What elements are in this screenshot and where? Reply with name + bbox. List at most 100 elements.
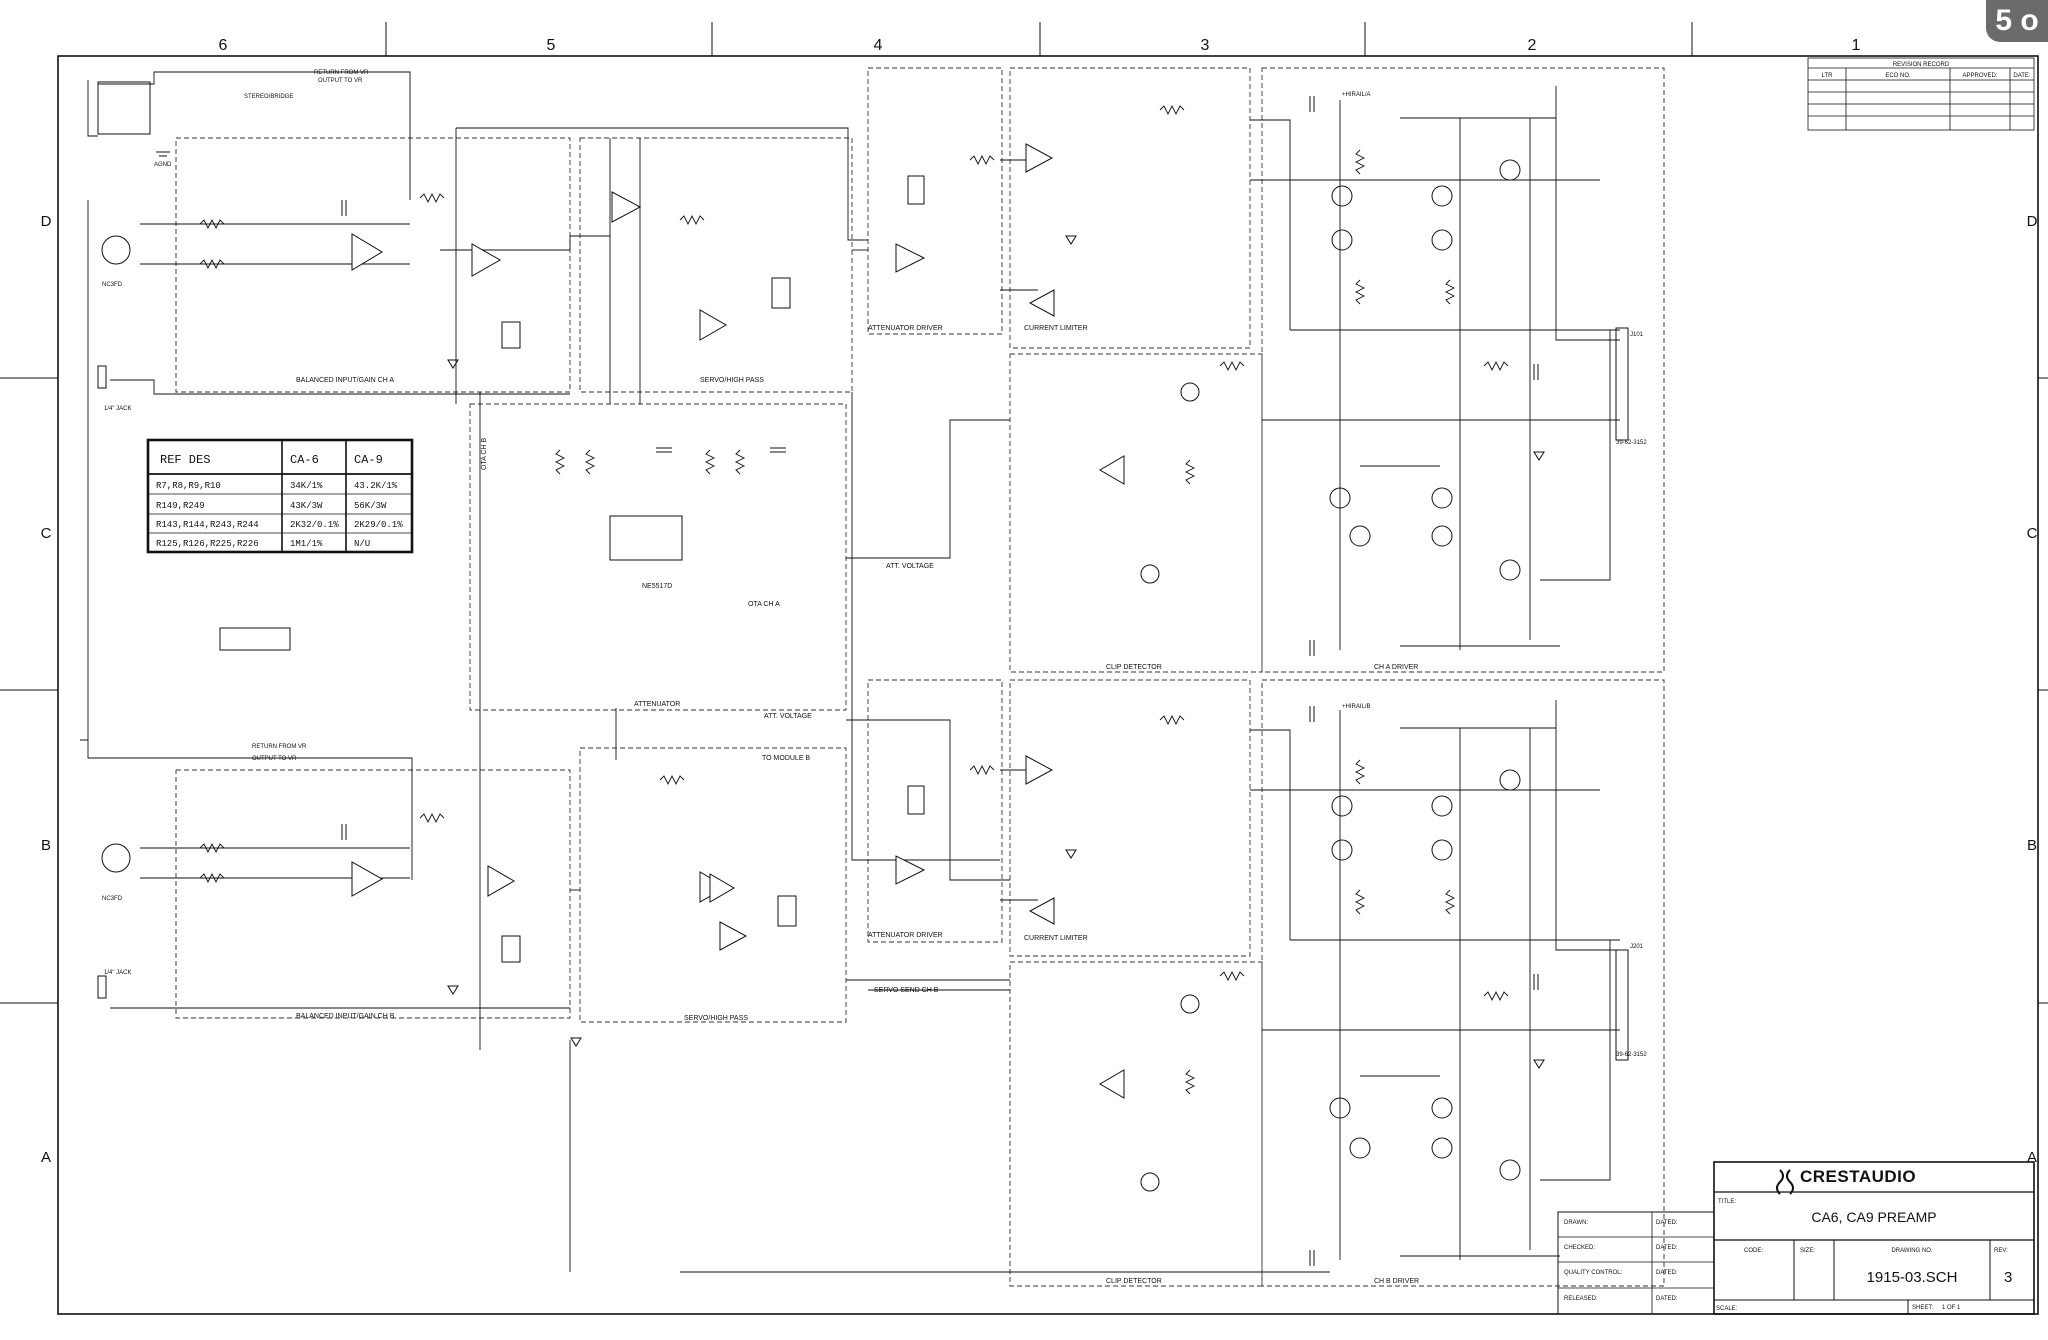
zone-row-d-right: D [2027, 213, 2038, 230]
label-servo-a: SERVO/HIGH PASS [700, 377, 764, 384]
zone-row-b-left: B [41, 837, 51, 854]
resistors [199, 104, 1509, 1095]
signoff-released-label: RELEASED: [1564, 1296, 1598, 1302]
revision-col-approved: APPROVED: [1962, 73, 1997, 79]
zone-col-5: 5 [547, 37, 556, 54]
section-frames [175, 67, 1665, 1287]
ref-des-row-2-c2: 2K29/0.1% [354, 520, 403, 530]
crest-logo-text: CRESTAUDIO [1800, 1167, 1916, 1186]
size-label: SIZE: [1800, 1248, 1815, 1254]
label-return-from-vr-b: RETURN FROM VR [252, 744, 307, 750]
title-block-frame [1557, 1161, 2035, 1315]
ref-des-row-2-c0: R143,R144,R243,R244 [156, 520, 259, 530]
label-ic4: NE5517D [642, 583, 672, 590]
label-nc3fd-b: NC3FD [102, 896, 123, 902]
zone-ticks [0, 22, 2048, 1004]
zone-col-4: 4 [874, 37, 883, 54]
label-attenuator-driver-b: ATTENUATOR DRIVER [868, 932, 943, 939]
label-ota-ch-a: OTA CH A [748, 601, 780, 608]
label-output-to-vr-a: OUTPUT TO VR [318, 78, 363, 84]
label-current-limiter-a: CURRENT LIMITER [1024, 325, 1088, 332]
label-stereo-bridge: STEREO/BRIDGE [244, 94, 293, 100]
drawing-number: 1915-03.SCH [1867, 1269, 1958, 1286]
ref-des-row-2-c1: 2K32/0.1% [290, 520, 339, 530]
zone-col-2: 2 [1528, 37, 1537, 54]
revision-record [1807, 57, 2035, 131]
revision-record-title: REVISION RECORD [1893, 62, 1950, 68]
zone-row-c-left: C [41, 525, 52, 542]
code-label: CODE: [1744, 1248, 1763, 1254]
ref-des-row-1-c2: 56K/3W [354, 501, 387, 511]
rev-label: REV: [1994, 1248, 2008, 1254]
drawing-border [57, 55, 2039, 1315]
ref-des-row-1-c1: 43K/3W [290, 501, 323, 511]
zone-row-a-left: A [41, 1149, 51, 1166]
connectors [97, 81, 1629, 1061]
ref-des-row-3-c2: N/U [354, 539, 370, 549]
label-jack-b: 1/4" JACK [104, 970, 131, 976]
zone-col-6: 6 [219, 37, 228, 54]
signoff-drawn-date-label: DATED: [1656, 1220, 1678, 1226]
ref-des-header-2: CA-9 [354, 453, 383, 467]
signoff-checked-label: CHECKED: [1564, 1245, 1595, 1251]
label-ch-b-driver: CH B DRIVER [1374, 1278, 1419, 1285]
revision-col-date: DATE: [2013, 73, 2031, 79]
label-agnd: AGND [154, 162, 172, 168]
zone-row-c-right: C [2027, 525, 2038, 542]
wiring [80, 71, 1620, 1273]
label-j101: J101 [1630, 332, 1644, 338]
page-number-badge: 5 o [1986, 0, 2048, 42]
label-to-module-b: TO MODULE B [762, 755, 810, 762]
label-nc3fd-a: NC3FD [102, 282, 123, 288]
label-servo-b: SERVO/HIGH PASS [684, 1015, 748, 1022]
zone-row-a-right: A [2027, 1149, 2037, 1166]
revision-col-eco: ECO NO. [1885, 73, 1911, 79]
ref-des-row-0-c0: R7,R8,R9,R10 [156, 481, 221, 491]
ref-des-row-3-c1: 1M1/1% [290, 539, 323, 549]
label-ch-a-driver: CH A DRIVER [1374, 664, 1418, 671]
signoff-quality-date-label: DATED: [1656, 1270, 1678, 1276]
sheet-value: 1 OF 1 [1942, 1305, 1961, 1311]
transistors [1140, 159, 1521, 1192]
label-current-limiter-b: CURRENT LIMITER [1024, 935, 1088, 942]
label-servo-send-ch-b: SERVO SEND CH B [874, 987, 939, 994]
capacitors [341, 96, 1539, 1266]
label-balanced-input-b: BALANCED INPUT/GAIN CH B [296, 1013, 395, 1020]
signoff-released-date-label: DATED: [1656, 1296, 1678, 1302]
drawing-title: CA6, CA9 PREAMP [1811, 1209, 1936, 1225]
ref-des-row-3-c0: R125,R126,R225,R226 [156, 539, 259, 549]
zone-row-b-right: B [2027, 837, 2037, 854]
zone-col-1: 1 [1852, 37, 1861, 54]
signoff-quality-label: QUALITY CONTROL: [1564, 1270, 1623, 1276]
scale-label: SCALE: [1716, 1306, 1738, 1312]
ref-des-header-0: REF DES [160, 453, 210, 467]
zone-row-d-left: D [41, 213, 52, 230]
ref-des-header-1: CA-6 [290, 453, 319, 467]
ref-des-table-frame [146, 438, 414, 554]
ref-des-row-0-c2: 43.2K/1% [354, 481, 398, 491]
title-label: TITLE: [1718, 1199, 1736, 1205]
ground-symbols [156, 151, 1545, 1069]
signoff-drawn-label: DRAWN: [1564, 1220, 1588, 1226]
label-jack-a: 1/4" JACK [104, 406, 131, 412]
label-output-to-vr-b: OUTPUT TO VR [252, 756, 297, 762]
label-balanced-input-a: BALANCED INPUT/GAIN CH A [296, 377, 394, 384]
crest-logo-icon [1776, 1169, 1794, 1195]
drawing-no-label: DRAWING NO. [1891, 1248, 1932, 1254]
label-attenuator: ATTENUATOR [634, 701, 680, 708]
label-att-voltage-1: ATT. VOLTAGE [886, 563, 934, 570]
label-j201: J201 [1630, 944, 1644, 950]
label-clip-detector-b: CLIP DETECTOR [1106, 1278, 1162, 1285]
signoff-checked-date-label: DATED: [1656, 1245, 1678, 1251]
ref-des-row-1-c0: R149,R249 [156, 501, 205, 511]
label-ota-ch-b: OTA CH B [481, 438, 488, 470]
label-return-from-vr-a: RETURN FROM VR [314, 70, 369, 76]
label-hirail-b: +HIRAIL/B [1342, 704, 1371, 710]
sheet-label: SHEET: [1912, 1305, 1933, 1311]
revision-col-ltr: LTR [1822, 73, 1834, 79]
label-connector-b: 39-62-3152 [1616, 1052, 1647, 1058]
label-attenuator-driver-a: ATTENUATOR DRIVER [868, 325, 943, 332]
label-clip-detector-a: CLIP DETECTOR [1106, 664, 1162, 671]
label-hirail-a: +HIRAIL/A [1342, 92, 1371, 98]
